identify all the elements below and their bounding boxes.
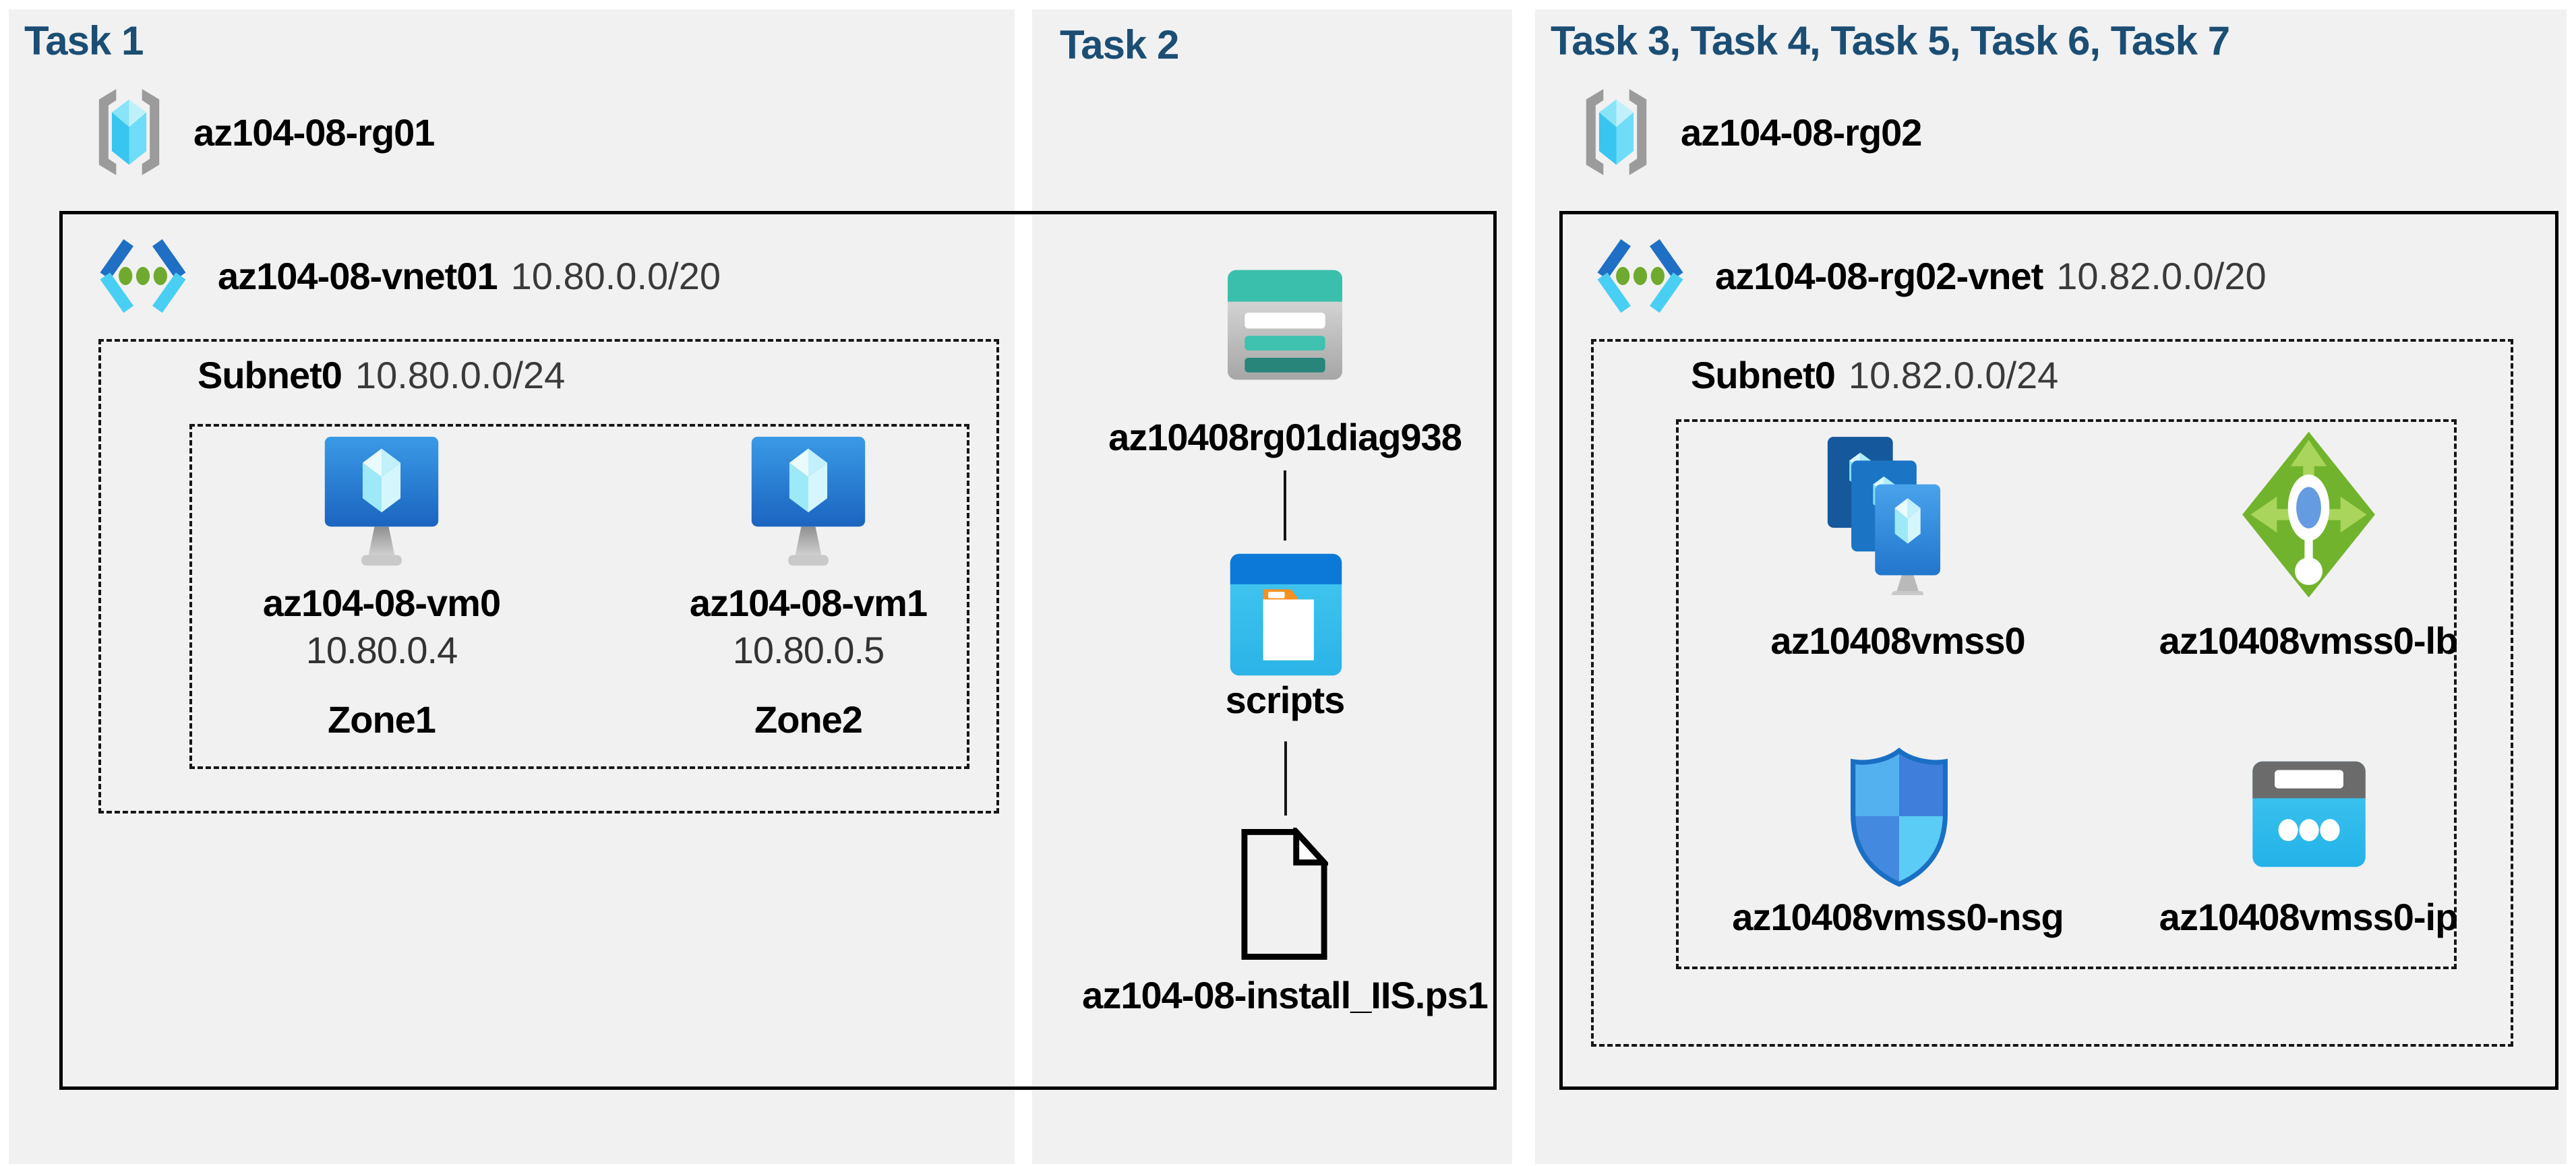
storage-account-icon xyxy=(1228,270,1342,380)
resource-group-2: az104-08-rg02 xyxy=(1578,89,1922,175)
resource-group-icon xyxy=(98,89,160,175)
vm0-name: az104-08-vm0 xyxy=(262,582,501,624)
public-ip-label: az10408vmss0-ip xyxy=(2159,896,2459,938)
vnet1-box xyxy=(59,211,1497,1090)
virtual-machine-icon xyxy=(751,437,866,566)
subnet1-label: Subnet0 10.80.0.0/24 xyxy=(198,353,565,397)
subnet1-cidr: 10.80.0.0/24 xyxy=(355,354,566,396)
network-security-group-icon xyxy=(1851,747,1948,887)
load-balancer-icon xyxy=(2242,431,2375,598)
resource-group-1: az104-08-rg01 xyxy=(90,89,435,175)
vnet1-name: az104-08-vnet01 xyxy=(218,255,498,297)
virtual-machine-icon xyxy=(324,437,439,566)
task3-title: Task 3, Task 4, Task 5, Task 6, Task 7 xyxy=(1551,18,2230,63)
subnet1-name: Subnet0 xyxy=(198,354,342,396)
vm-scale-set-icon xyxy=(1827,437,1941,595)
vnet2-cidr: 10.82.0.0/20 xyxy=(2056,255,2267,297)
vmss-label: az10408vmss0 xyxy=(1770,619,2025,662)
vm1-zone: Zone2 xyxy=(754,698,863,741)
subnet2-box xyxy=(1591,339,2513,1047)
resource-group-2-label: az104-08-rg02 xyxy=(1681,111,1922,154)
public-ip-icon xyxy=(2252,761,2366,867)
subnet2-label: Subnet0 10.82.0.0/24 xyxy=(1691,353,2058,397)
load-balancer-label: az10408vmss0-lb xyxy=(2159,619,2459,662)
subnet1-box xyxy=(98,339,999,814)
vm0-ip: 10.80.0.4 xyxy=(305,629,458,671)
vm0-zone: Zone1 xyxy=(328,698,436,741)
script-file-icon xyxy=(1241,828,1328,960)
virtual-network-icon xyxy=(100,239,186,313)
blob-container-icon xyxy=(1230,553,1342,676)
resource-group-icon xyxy=(1586,89,1647,175)
vm-zone-box xyxy=(189,424,969,769)
task1-title: Task 1 xyxy=(24,18,144,63)
task2-title: Task 2 xyxy=(1060,22,1179,67)
vnet1-cidr: 10.80.0.0/20 xyxy=(510,255,721,297)
connector-storage-scripts xyxy=(1284,470,1286,541)
subnet2-cidr: 10.82.0.0/24 xyxy=(1848,354,2059,396)
connector-scripts-file xyxy=(1284,741,1287,816)
script-file-label: az104-08-install_IIS.ps1 xyxy=(1082,974,1489,1016)
vnet2-box xyxy=(1559,211,2558,1090)
vm1-ip: 10.80.0.5 xyxy=(732,629,885,671)
container-label: scripts xyxy=(1225,679,1346,721)
subnet2-name: Subnet0 xyxy=(1691,354,1836,396)
task3-panel xyxy=(1535,9,2567,1164)
vm1-name: az104-08-vm1 xyxy=(689,582,928,624)
nsg-label: az10408vmss0-nsg xyxy=(1732,896,2064,938)
virtual-network-icon xyxy=(1597,239,1683,313)
resource-group-1-label: az104-08-rg01 xyxy=(193,111,435,154)
vnet2-name: az104-08-rg02-vnet xyxy=(1715,255,2043,297)
vnet2-header: az104-08-rg02-vnet 10.82.0.0/20 xyxy=(1591,228,2267,324)
vmss-resources-box xyxy=(1676,419,2457,969)
storage-account-label: az10408rg01diag938 xyxy=(1108,416,1462,458)
vnet1-header: az104-08-vnet01 10.80.0.0/20 xyxy=(94,228,721,324)
task1-panel xyxy=(9,9,1015,1164)
